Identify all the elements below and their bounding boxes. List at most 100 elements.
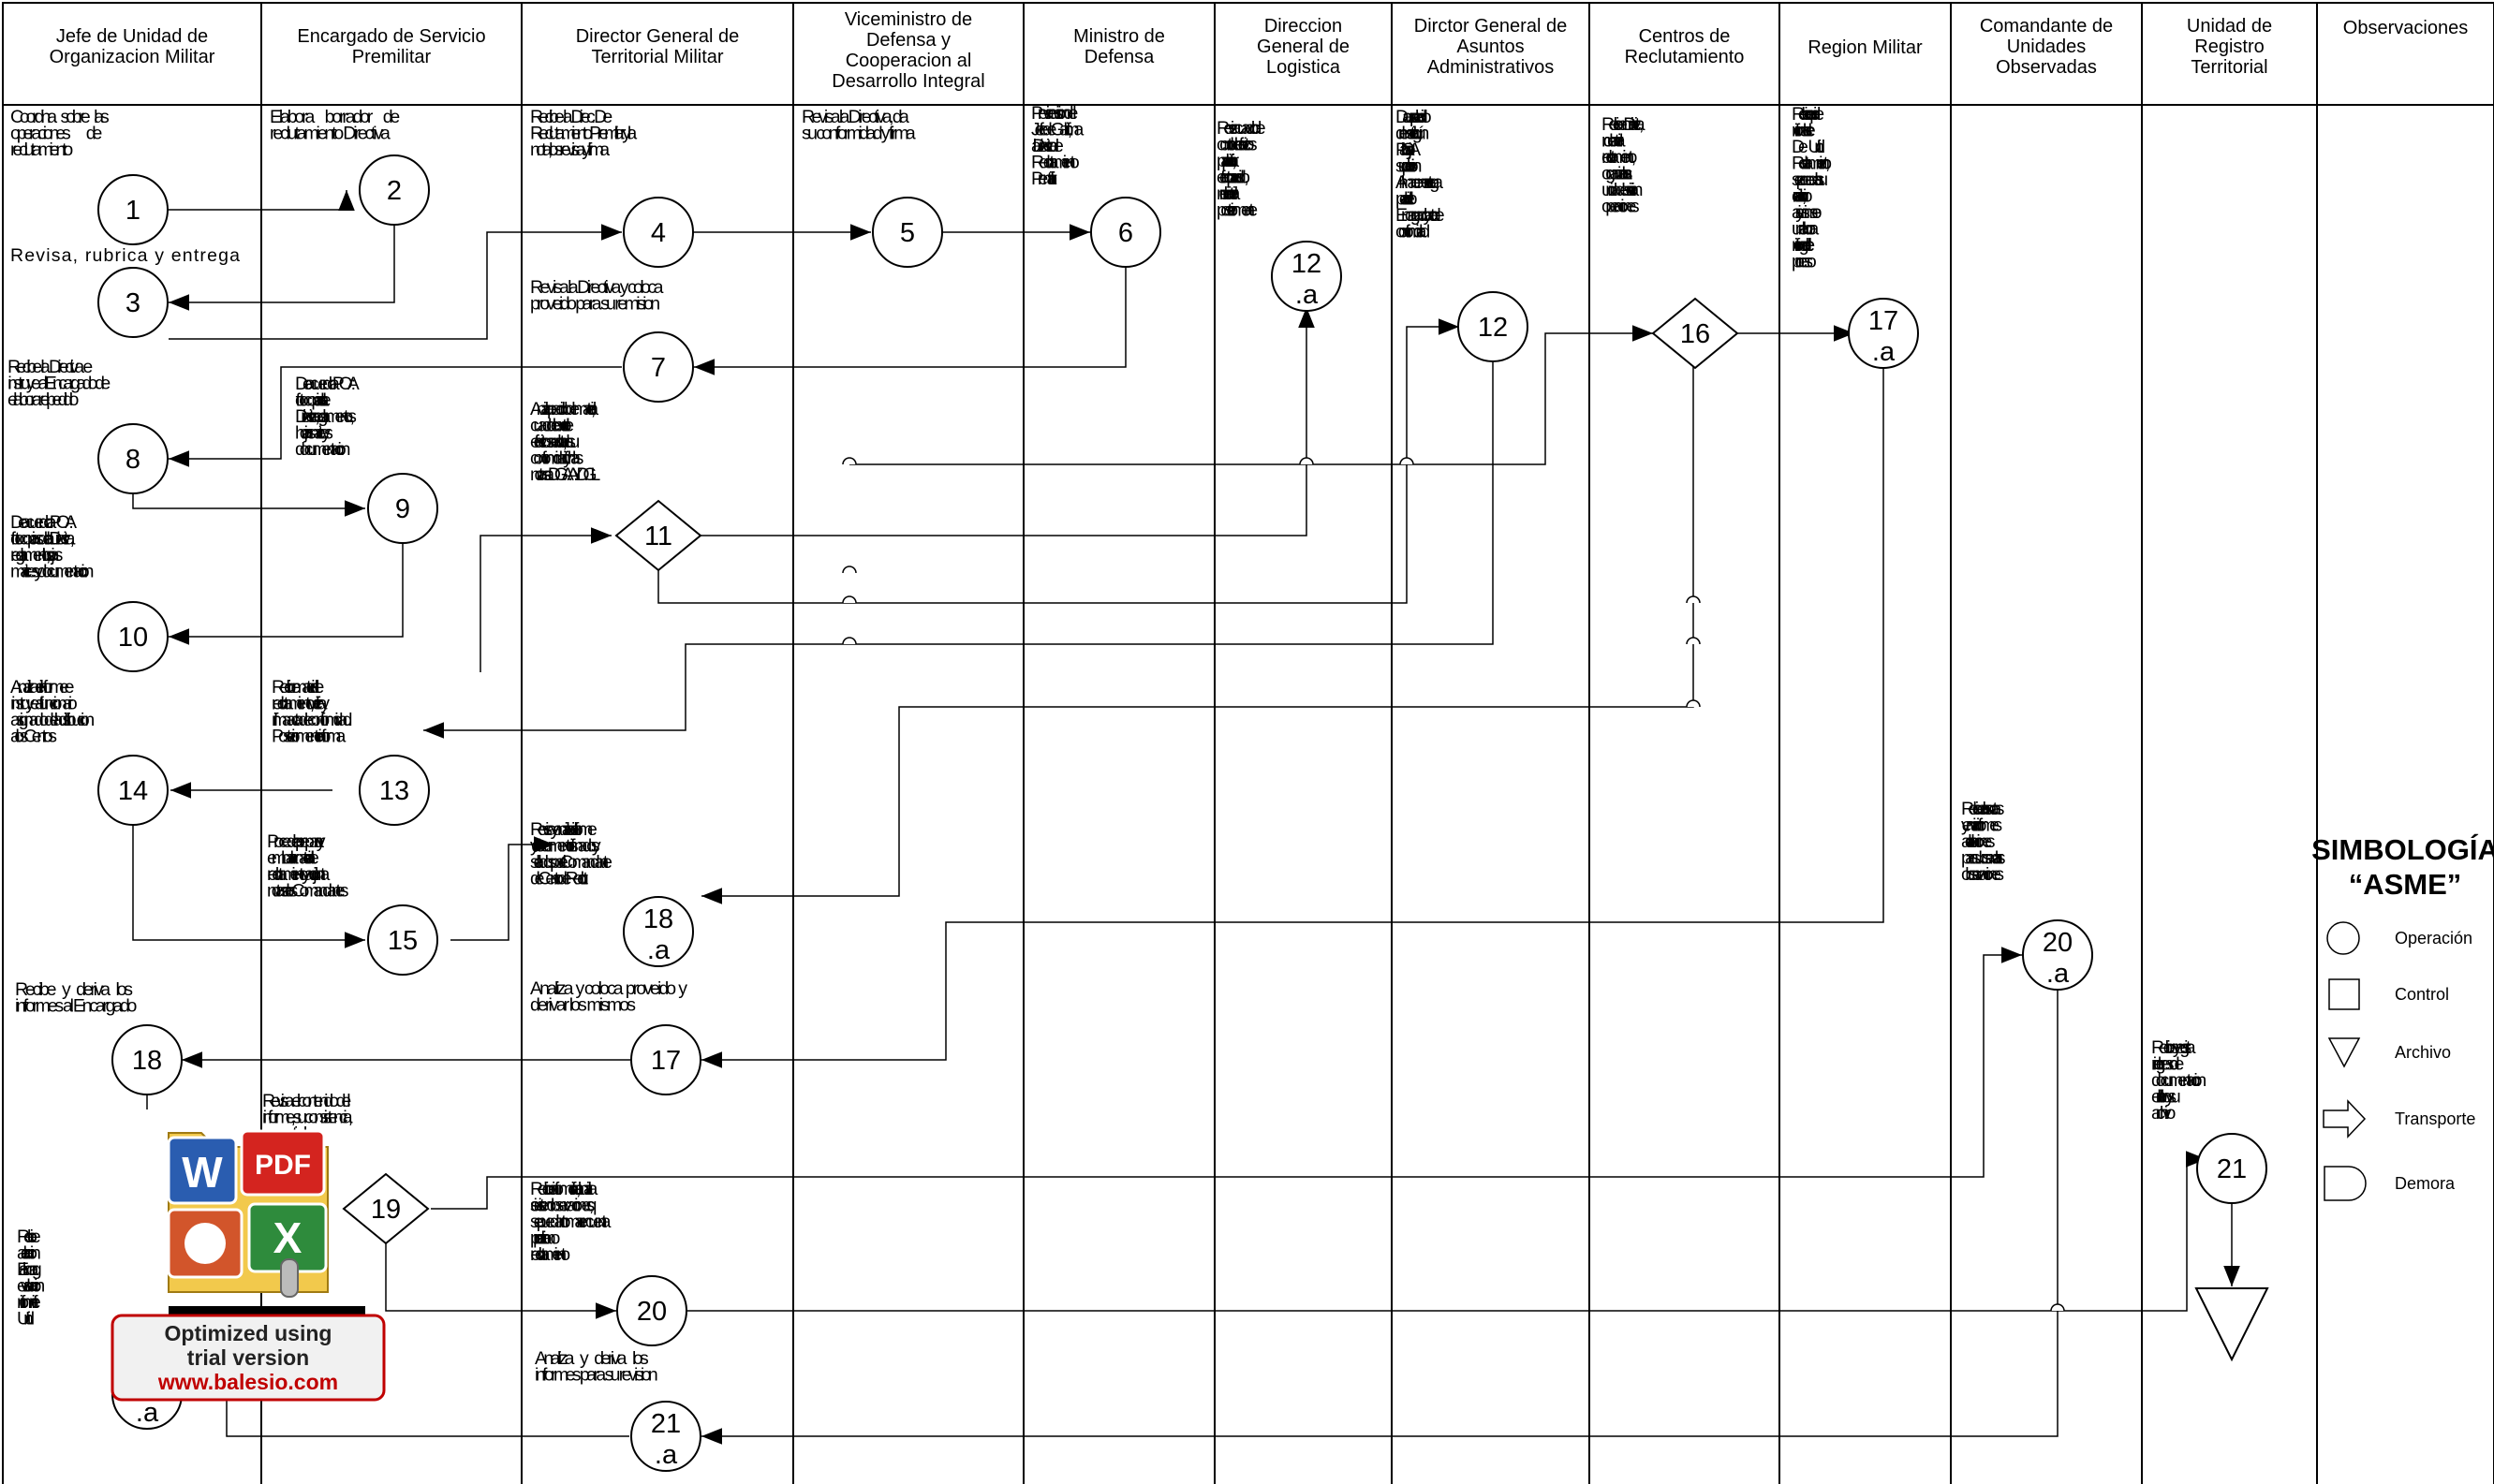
legend-item: Archivo <box>2327 1037 2451 1068</box>
operation-circle <box>97 755 169 826</box>
column-header-line: Premilitar <box>352 47 432 67</box>
step-description-line: el ingreso de <box>2151 1054 2184 1075</box>
step-description-line: Revisa cuadro de <box>1217 118 1266 139</box>
flow-connector <box>698 307 1315 536</box>
control-node: 19 <box>342 1172 430 1245</box>
operation-node: 10 <box>97 601 169 672</box>
step-description-line: el pedido al <box>1395 189 1418 210</box>
step-description-line: operaciones de <box>10 124 102 144</box>
step-description-line: De acuerdo a POA : <box>295 374 360 394</box>
step-description-line: cuadro de control de <box>530 416 574 436</box>
operation-circle <box>1271 241 1342 312</box>
watermark-url: www.balesio.com <box>157 1370 338 1394</box>
step-description-line: Revisa la Directiva y coloca <box>530 277 664 298</box>
step-description-line: de aclaraciones <box>1961 831 1996 852</box>
step-description-line: archivo <box>2151 1103 2177 1124</box>
control-diamond <box>342 1172 430 1245</box>
step-description-line: para planificar, <box>1217 151 1239 171</box>
step-description-line: instruye al funcionario <box>10 694 78 714</box>
operation-node: 21 <box>2196 1133 2267 1204</box>
control-node: 11 <box>614 499 702 572</box>
step-description-line: informe gral.del <box>1792 235 1815 256</box>
operation-node: 5 <box>872 197 943 268</box>
line-crossing-hop <box>1686 595 1701 604</box>
step-description-line: Analiza y deriva los <box>535 1348 649 1369</box>
node-number: 16 <box>1680 319 1710 349</box>
step-description-line: Directiva, reglamentos , <box>295 406 357 427</box>
step-description-line: reclutamiento Directiva <box>270 124 391 144</box>
node-number: 4 <box>651 218 666 248</box>
operation-circle <box>2022 919 2093 991</box>
operation-node: 1 <box>97 174 169 245</box>
step-description-line: conformidad <box>1395 222 1430 242</box>
column-header-line: Desarrollo Integral <box>832 71 984 92</box>
step-description-line: Reciben las notas <box>1961 799 2005 819</box>
line-crossing-hop <box>842 637 857 645</box>
control-diamond <box>614 499 702 572</box>
line-crossing-hop <box>842 595 857 604</box>
flow-connector <box>132 822 365 948</box>
step-description-line: nota, los revisa y firma <box>530 140 610 160</box>
step-description-line: la Directiva de <box>1031 136 1064 156</box>
column-header-line: Defensa y <box>866 30 951 51</box>
step-description-line: revision, archivo <box>1792 186 1813 207</box>
step-description-line: asignado de la distribucion <box>10 710 95 730</box>
column-header-line: Organizacion Militar <box>50 47 215 67</box>
node-number: 17 <box>1868 306 1898 336</box>
step-description-line: unidades e inician <box>1601 180 1643 200</box>
step-description-line: Posteriormente informa <box>272 727 346 747</box>
column-header-line: Defensa <box>1085 47 1155 67</box>
step-description-line: para el proximo <box>530 1228 561 1249</box>
step-description-line: para subsanar las <box>1961 848 2006 869</box>
operation-circle <box>97 601 169 672</box>
step-description-line: Unid. De <box>1792 137 1825 157</box>
column-header-line: Observadas <box>1996 57 2097 78</box>
step-description-line: documentacion <box>295 439 350 460</box>
step-description-line: Revisa, rubrica y entrega <box>10 245 240 266</box>
operation-node: 2 <box>359 154 430 226</box>
node-number: 13 <box>379 776 409 806</box>
flow-connector <box>701 360 1884 1068</box>
step-description-line: Analiza pedido de material, <box>530 399 598 419</box>
flow-connector <box>385 1227 616 1319</box>
control-symbol-icon <box>2328 978 2360 1010</box>
step-description-line: sellados por el Comandante <box>530 852 612 873</box>
node-suffix: .a <box>136 1398 159 1428</box>
node-number: 18 <box>132 1046 162 1076</box>
operation-node: 12 <box>1457 291 1528 362</box>
column-header-region: Region Militar <box>1808 37 1923 58</box>
operation-circle <box>367 473 438 544</box>
step-description-line: Recibe material de <box>272 677 324 698</box>
operation-node: 17 <box>630 1024 701 1095</box>
watermark-badge <box>111 1314 386 1402</box>
step-description: Analiza pedido de material,cuadro de con… <box>530 399 600 485</box>
flow-connector <box>701 367 1694 904</box>
node-number: 10 <box>118 623 148 653</box>
step-description: De acuerdo a POA :fotocopias de la Direc… <box>10 512 94 582</box>
flow-connector <box>701 987 2059 1445</box>
step-description-line: firma acta de conformidad. <box>272 710 352 730</box>
line-crossing-hop <box>842 566 857 574</box>
operation-node: 15 <box>367 904 438 976</box>
operation-node: 9 <box>367 473 438 544</box>
step-description-line: supervision de <box>1395 156 1423 177</box>
step-description-line: Encargado y acta de <box>1395 205 1445 226</box>
line-crossing-hop <box>2050 1303 2065 1312</box>
node-number: 14 <box>118 776 148 806</box>
operation-node: 8 <box>97 423 169 494</box>
step-description-line: Procede a preparar y <box>267 831 326 852</box>
step-description-line: informe fin <box>17 1292 41 1313</box>
